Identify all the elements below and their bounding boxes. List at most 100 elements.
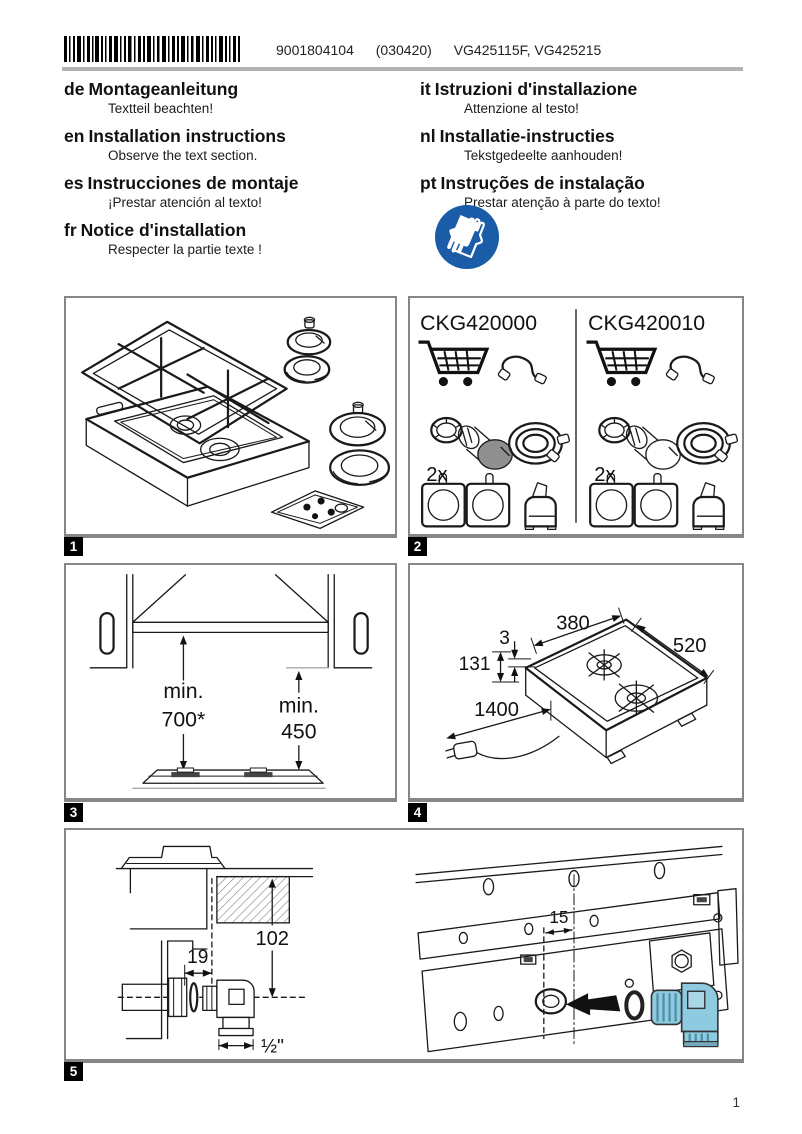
kit-right: CKG420010 2x bbox=[586, 311, 740, 531]
gas-pipe-and-elbow bbox=[121, 977, 255, 1037]
underside-view bbox=[415, 845, 739, 1053]
kit-right-name: CKG420010 bbox=[588, 311, 705, 335]
dim-cable: 1400 bbox=[474, 699, 519, 721]
figure-4-frame: 380 520 3 131 bbox=[408, 563, 744, 802]
figure-5-frame: 102 19 ½" bbox=[64, 828, 744, 1063]
lang-title: Installation instructions bbox=[88, 126, 286, 146]
lang-code: pt bbox=[420, 173, 437, 193]
dim-half-inch: ½" bbox=[218, 1037, 284, 1058]
lang-code: nl bbox=[420, 126, 436, 146]
min-value: 700* bbox=[162, 708, 206, 732]
gas-connection-drawing: 102 19 ½" bbox=[115, 845, 739, 1058]
section-view bbox=[115, 845, 314, 1040]
dim-top-to-center: 102 bbox=[255, 928, 289, 950]
document-header: 9001804104 (030420) VG425115F, VG425215 bbox=[276, 42, 619, 58]
lang-note: Prestar atenção à parte do texto! bbox=[464, 195, 661, 210]
header-divider bbox=[62, 67, 743, 71]
lang-title: Instruções de instalação bbox=[440, 173, 645, 193]
lang-note: Observe the text section. bbox=[108, 148, 258, 163]
min-label: min. bbox=[279, 693, 319, 717]
wall-clearance-dimension: min. 450 bbox=[279, 670, 319, 771]
dim-thread: ½" bbox=[261, 1037, 284, 1058]
dim-depth-520: 520 bbox=[631, 617, 715, 685]
kit-parts bbox=[586, 340, 740, 531]
dim-19: 19 bbox=[184, 947, 213, 986]
dim-profile-3: 3 bbox=[499, 628, 536, 683]
lang-note: Attenzione al testo! bbox=[464, 101, 579, 116]
figure-4-badge: 4 bbox=[408, 803, 427, 822]
lang-note: Tekstgedeelte aanhouden! bbox=[464, 148, 623, 163]
kit-left: CKG420000 2x bbox=[418, 311, 572, 531]
lang-title: Istruzioni d'installazione bbox=[434, 79, 638, 99]
figure-5-badge: 5 bbox=[64, 1062, 83, 1081]
dim-width: 380 bbox=[556, 613, 590, 635]
hob-profile bbox=[132, 767, 326, 789]
lang-title: Montageanleitung bbox=[88, 79, 239, 99]
min-label: min. bbox=[163, 679, 203, 703]
lang-code: es bbox=[64, 173, 84, 193]
barcode bbox=[64, 36, 240, 62]
burner-cap-small bbox=[283, 316, 332, 384]
cabinets-and-hood bbox=[89, 574, 373, 669]
document-date-code: (030420) bbox=[375, 42, 432, 58]
dim-height-131: 131 bbox=[459, 651, 520, 683]
figure-1-frame bbox=[64, 296, 397, 538]
accessory-kits-drawing: CKG420000 2x CKG420010 2x bbox=[418, 309, 740, 531]
cooktop-isometric bbox=[524, 618, 708, 765]
hood-clearance-dimension: min. 700* bbox=[162, 635, 206, 771]
figure-3-frame: min. 700* min. 450 bbox=[64, 563, 397, 802]
dimensions-drawing: 380 520 3 131 bbox=[445, 607, 715, 765]
lang-title: Notice d'installation bbox=[80, 220, 247, 240]
burner-cap-large bbox=[329, 401, 391, 486]
dim-height: 131 bbox=[459, 654, 491, 675]
lang-note: ¡Prestar atención al texto! bbox=[108, 195, 262, 210]
dim-width-380: 380 bbox=[530, 607, 625, 654]
lang-code: it bbox=[420, 79, 431, 99]
figure-2-badge: 2 bbox=[408, 537, 427, 556]
document-number: 9001804104 bbox=[276, 42, 354, 58]
clearance-drawing: min. 700* min. 450 bbox=[89, 574, 373, 789]
insert-direction-arrow bbox=[565, 993, 621, 1016]
lang-code: en bbox=[64, 126, 85, 146]
figure-2-frame: CKG420000 2x CKG420010 2x bbox=[408, 296, 744, 538]
kit-right-qty: 2x bbox=[594, 464, 615, 486]
kit-left-name: CKG420000 bbox=[420, 311, 537, 335]
page-number: 1 bbox=[732, 1095, 740, 1110]
wear-gloves-icon bbox=[435, 205, 499, 269]
dim-offset: 19 bbox=[187, 947, 208, 968]
fitting-assembly bbox=[565, 982, 719, 1048]
lang-code: fr bbox=[64, 220, 77, 240]
figure-3-badge: 3 bbox=[64, 803, 83, 822]
lang-code: de bbox=[64, 79, 85, 99]
accessory-bag bbox=[270, 490, 365, 530]
dim-15: 15 bbox=[543, 874, 575, 1047]
cooktop-exploded-drawing bbox=[81, 316, 391, 530]
lang-note: Respecter la partie texte ! bbox=[108, 242, 262, 257]
cooktop-base bbox=[85, 385, 311, 507]
dim-profile: 3 bbox=[499, 628, 510, 649]
lang-title: Instrucciones de montaje bbox=[87, 173, 299, 193]
sealing-ring bbox=[624, 990, 645, 1021]
power-cord bbox=[445, 735, 560, 760]
lang-title: Installatie-instructies bbox=[439, 126, 615, 146]
kit-left-qty: 2x bbox=[426, 464, 447, 486]
figure-1-badge: 1 bbox=[64, 537, 83, 556]
lang-note: Textteil beachten! bbox=[108, 101, 214, 116]
kit-parts bbox=[418, 340, 572, 531]
dim-cable-1400: 1400 bbox=[446, 699, 552, 740]
dim-depth: 520 bbox=[673, 635, 707, 657]
min-value: 450 bbox=[281, 720, 316, 744]
dim-center-offset: 15 bbox=[549, 908, 568, 927]
elbow-fitting bbox=[650, 982, 719, 1048]
dim-102: 102 bbox=[255, 878, 289, 998]
